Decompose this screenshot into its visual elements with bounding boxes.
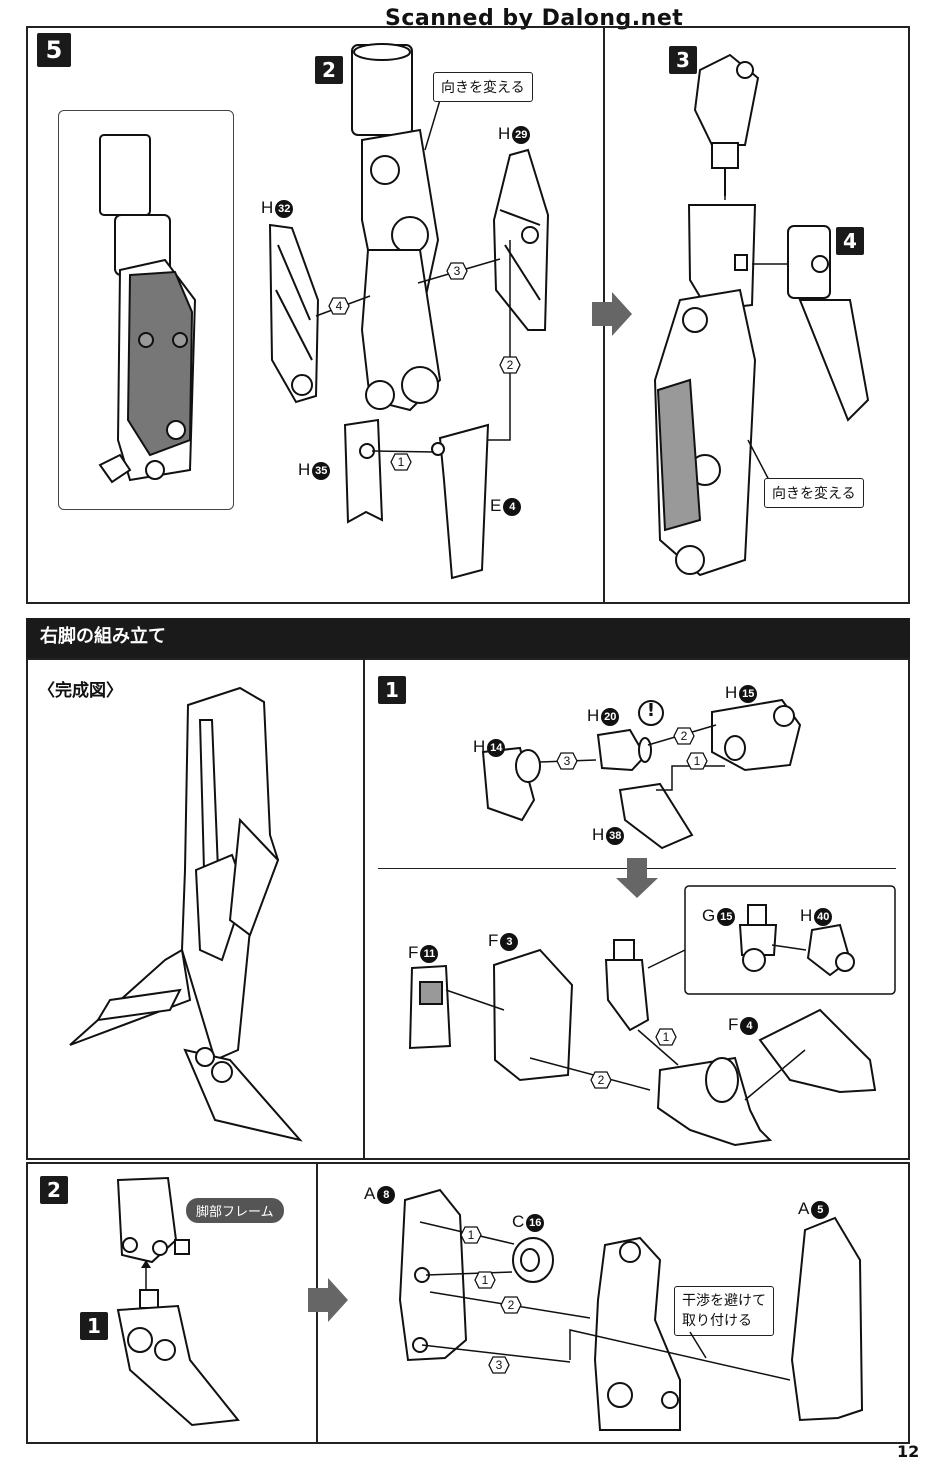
bottom-step-frame — [26, 1162, 910, 1444]
callout-turn-direction-1: 向きを変える — [433, 72, 533, 102]
callout-turn-direction-2: 向きを変える — [764, 478, 864, 508]
right-leg-step1-number: 1 — [378, 676, 406, 704]
order-marker-rl-3: 3 — [556, 752, 578, 770]
warning-mark: ! — [646, 700, 656, 721]
section-title-right-leg: 右脚の組み立て — [26, 618, 910, 658]
right-leg-divider — [363, 658, 365, 1160]
order-marker-1: 1 — [390, 453, 412, 471]
right-leg-step-divider — [378, 868, 896, 869]
bottom-step-divider — [316, 1162, 318, 1444]
step5-number: 5 — [37, 33, 71, 67]
order-marker-rl-1: 1 — [686, 752, 708, 770]
order-marker-b-2: 2 — [500, 1296, 522, 1314]
order-marker-4: 4 — [328, 297, 350, 315]
bottom-sub1-number: 1 — [80, 1312, 108, 1340]
bottom-step2-number: 2 — [40, 1176, 68, 1204]
step5-divider — [603, 26, 605, 604]
reference-box — [58, 110, 234, 510]
step5-frame — [26, 26, 910, 604]
substep-2-number: 2 — [315, 56, 343, 84]
order-marker-3: 3 — [446, 262, 468, 280]
order-marker-b-3: 3 — [488, 1356, 510, 1374]
substep-4-number: 4 — [836, 227, 864, 255]
order-marker-b-1: 1 — [460, 1226, 482, 1244]
callout-avoid-interference: 干渉を避けて 取り付ける — [674, 1286, 774, 1336]
order-marker-rl-b2: 2 — [590, 1071, 612, 1089]
order-marker-2: 2 — [499, 356, 521, 374]
order-marker-rl-b1: 1 — [655, 1028, 677, 1046]
leg-frame-pill: 脚部フレーム — [186, 1198, 284, 1223]
callout-avoid-line1: 干渉を避けて — [682, 1293, 766, 1309]
substep-3-number: 3 — [669, 46, 697, 74]
complete-figure-label: 〈完成図〉 — [38, 681, 123, 701]
page-number: 12 — [897, 1442, 920, 1461]
right-leg-frame — [26, 658, 910, 1160]
order-marker-rl-2: 2 — [673, 727, 695, 745]
callout-avoid-line2: 取り付ける — [682, 1313, 752, 1329]
order-marker-b-1b: 1 — [474, 1271, 496, 1289]
